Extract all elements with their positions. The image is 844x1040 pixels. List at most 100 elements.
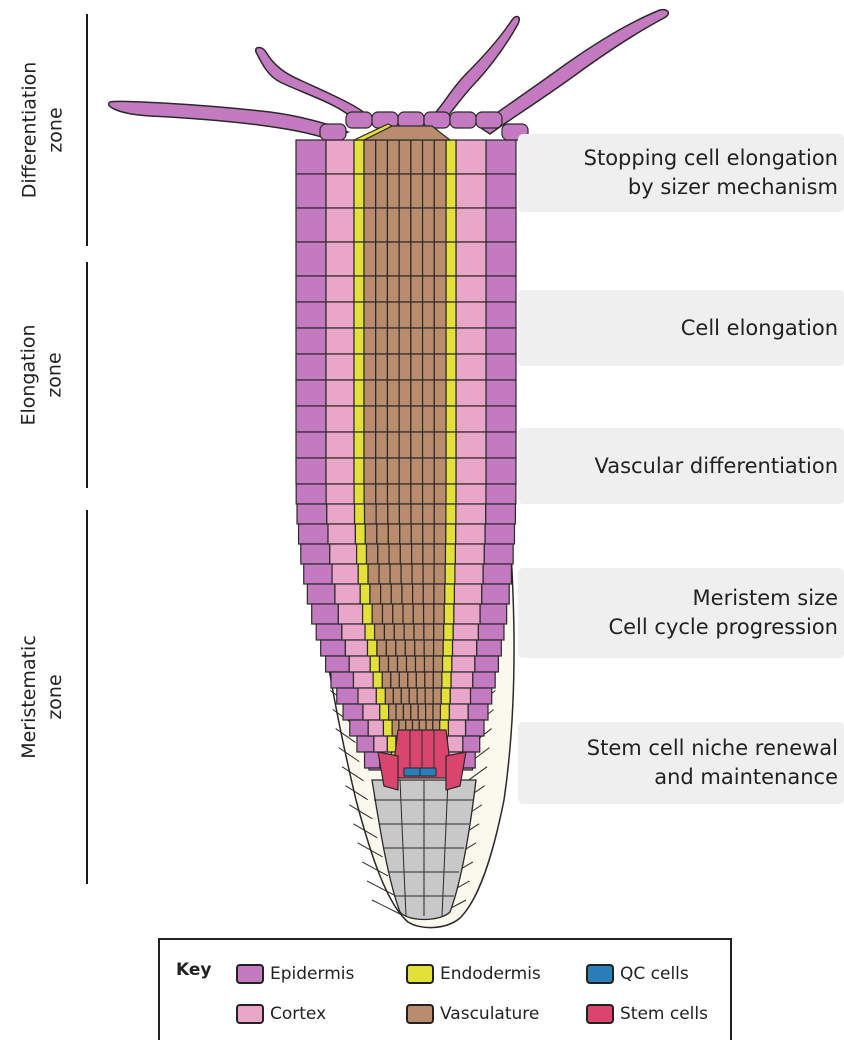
vasculature-cell [388, 656, 397, 672]
epidermis-cell [296, 458, 326, 484]
epidermis-cell [296, 174, 326, 208]
cortex-cell [456, 328, 486, 354]
vasculature-cell [411, 380, 423, 406]
endodermis-cell [445, 564, 455, 584]
endodermis-cell [380, 704, 389, 720]
endodermis-cell [354, 208, 364, 242]
vasculature-cell [423, 302, 435, 328]
endodermis-cell [383, 720, 392, 736]
cortex-cell [363, 704, 380, 720]
vasculature-cell [377, 640, 386, 656]
epidermis-cell [475, 656, 499, 672]
top-epidermis-cell [320, 124, 346, 140]
endodermis-cell [373, 672, 382, 688]
vasculature-cell [377, 524, 388, 544]
epidermis-cell [307, 584, 335, 604]
epidermis-cell [321, 640, 346, 656]
vasculature-cell [406, 656, 415, 672]
vasculature-cell [412, 544, 423, 564]
epidermis-cell [486, 328, 516, 354]
cortex-cell [456, 208, 486, 242]
vasculature-cell [380, 656, 389, 672]
cortex-cell [456, 276, 486, 302]
vasculature-cell [411, 504, 423, 524]
vasculature-cell [391, 672, 400, 688]
vasculature-cell [364, 208, 376, 242]
vasculature-cell [411, 276, 423, 302]
cortex-cell [456, 174, 486, 208]
epidermis-cell [477, 640, 502, 656]
vasculature-cell [387, 354, 399, 380]
vasculature-cell [434, 584, 445, 604]
vasculature-cell [414, 624, 424, 640]
qc-cells-swatch [586, 964, 614, 984]
vasculature-cell [434, 604, 444, 624]
vasculature-cell [379, 564, 390, 584]
cortex-cell [456, 242, 486, 276]
cortex-swatch [236, 1004, 264, 1024]
vasculature-cell [423, 484, 435, 504]
cortex-cell [452, 656, 475, 672]
epidermis-cell [296, 328, 326, 354]
cortex-cell [332, 564, 358, 584]
epidermis-cell [316, 624, 342, 640]
vasculature-cell [364, 458, 376, 484]
vasculature-cell [411, 432, 423, 458]
endodermis-cell [354, 276, 364, 302]
vasculature-cell [376, 484, 388, 504]
epidermis-cell [486, 140, 516, 174]
root-hair [436, 17, 519, 116]
cortex-cell [358, 688, 376, 704]
vasculature-cell [365, 524, 376, 544]
vasculature-cell [434, 302, 446, 328]
epidermis-cell [296, 242, 326, 276]
endodermis-cell [370, 656, 379, 672]
endodermis-cell [442, 672, 451, 688]
epidermis-swatch [236, 964, 264, 984]
vasculature-cell [365, 504, 377, 524]
cortex-cell [326, 174, 354, 208]
vasculature-cell [424, 604, 434, 624]
vasculature-cell [400, 544, 411, 564]
cortex-cell [455, 564, 483, 584]
endodermis-cell [446, 380, 456, 406]
vasculature-cell [423, 276, 435, 302]
vasculature-cell [385, 688, 393, 704]
endodermis-cell [446, 302, 456, 328]
cortex-cell [368, 720, 383, 736]
key-title: Key [176, 960, 212, 980]
vasculature-cell [364, 140, 376, 174]
endodermis-cell [355, 524, 365, 544]
cortex-cell [342, 624, 365, 640]
vasculature-cell [376, 140, 388, 174]
process-cell-elongation: Cell elongation [518, 290, 844, 366]
cortex-cell [456, 140, 486, 174]
vasculature-cell [399, 484, 411, 504]
vasculature-cell [412, 564, 423, 584]
qc-cell [404, 768, 420, 776]
vasculature-cell [411, 704, 418, 720]
vasculature-cell [387, 432, 399, 458]
epidermis-cell [483, 564, 511, 584]
key-item-endodermis: Endodermis [406, 964, 541, 984]
vasculature-cell [387, 406, 399, 432]
vasculature-cell [415, 640, 424, 656]
vasculature-cell [364, 432, 376, 458]
endodermis-cell [376, 688, 385, 704]
cortex-cell [452, 640, 476, 656]
vasculature-cell [378, 544, 389, 564]
vasculature-cell [376, 242, 388, 276]
key-item-vasculature: Vasculature [406, 1004, 539, 1024]
vasculature-cell [367, 544, 378, 564]
vasculature-cell [399, 354, 411, 380]
vasculature-cell [372, 604, 382, 624]
cortex-cell [456, 432, 486, 458]
vasculature-cell [423, 406, 435, 432]
vasculature-cell [434, 406, 446, 432]
vasculature-cell [391, 584, 402, 604]
endodermis-cell [446, 140, 456, 174]
endodermis-cell [360, 584, 370, 604]
cortex-cell [451, 672, 473, 688]
vasculature-cell [434, 276, 446, 302]
